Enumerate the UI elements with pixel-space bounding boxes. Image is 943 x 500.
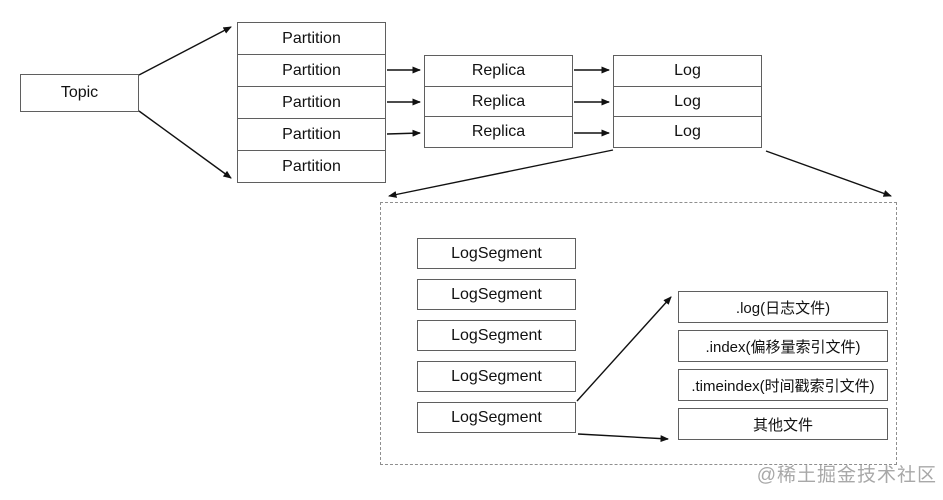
arrow-topic-to-partition-top — [138, 26, 232, 76]
timeindex-file-label: .timeindex(时间戳索引文件) — [691, 377, 875, 395]
partition-label: Partition — [282, 93, 341, 111]
log-stack: Log Log Log — [613, 55, 762, 148]
logsegment-label: LogSegment — [451, 285, 542, 303]
log-box: Log — [614, 117, 761, 147]
partition-label: Partition — [282, 61, 341, 79]
log-detail-container — [380, 202, 897, 465]
replica-label: Replica — [471, 92, 526, 110]
logsegment-label: LogSegment — [451, 244, 542, 262]
arrow-log-to-dashed-right — [765, 150, 892, 197]
partition-box: Partition — [238, 87, 385, 119]
topic-box: Topic — [20, 74, 139, 112]
log-box: Log — [614, 56, 761, 87]
logsegment-box: LogSegment — [417, 402, 576, 433]
logsegment-box: LogSegment — [417, 279, 576, 310]
log-file-box: .log(日志文件) — [678, 291, 888, 323]
timeindex-file-box: .timeindex(时间戳索引文件) — [678, 369, 888, 401]
partition-box: Partition — [238, 55, 385, 87]
watermark: @稀土掘金技术社区 — [756, 465, 937, 486]
partition-label: Partition — [282, 157, 341, 175]
replica-box: Replica — [425, 56, 572, 87]
log-label: Log — [674, 123, 701, 141]
arrow-partition-to-replica-3 — [386, 129, 421, 137]
partition-label: Partition — [282, 29, 341, 47]
partition-box: Partition — [238, 119, 385, 151]
log-file-label: .log(日志文件) — [735, 299, 831, 317]
index-file-label: .index(偏移量索引文件) — [705, 338, 861, 356]
other-files-box: 其他文件 — [678, 408, 888, 440]
logsegment-box: LogSegment — [417, 361, 576, 392]
log-label: Log — [674, 61, 701, 79]
arrow-log-to-dashed-left — [388, 149, 614, 198]
logsegment-box: LogSegment — [417, 320, 576, 351]
log-box: Log — [614, 87, 761, 118]
topic-label: Topic — [60, 84, 99, 101]
replica-label: Replica — [471, 123, 526, 141]
replica-box: Replica — [425, 87, 572, 118]
replica-box: Replica — [425, 117, 572, 147]
logsegment-label: LogSegment — [451, 326, 542, 344]
logsegment-label: LogSegment — [451, 367, 542, 385]
replica-stack: Replica Replica Replica — [424, 55, 573, 148]
partition-box: Partition — [238, 23, 385, 55]
logsegment-label: LogSegment — [451, 408, 542, 426]
partition-label: Partition — [282, 125, 341, 143]
arrow-topic-to-partition-bottom — [138, 110, 232, 179]
index-file-box: .index(偏移量索引文件) — [678, 330, 888, 362]
log-label: Log — [674, 92, 701, 110]
replica-label: Replica — [471, 61, 526, 79]
partition-stack: Partition Partition Partition Partition … — [237, 22, 386, 183]
logsegment-box: LogSegment — [417, 238, 576, 269]
other-files-label: 其他文件 — [752, 416, 813, 434]
partition-box: Partition — [238, 151, 385, 182]
